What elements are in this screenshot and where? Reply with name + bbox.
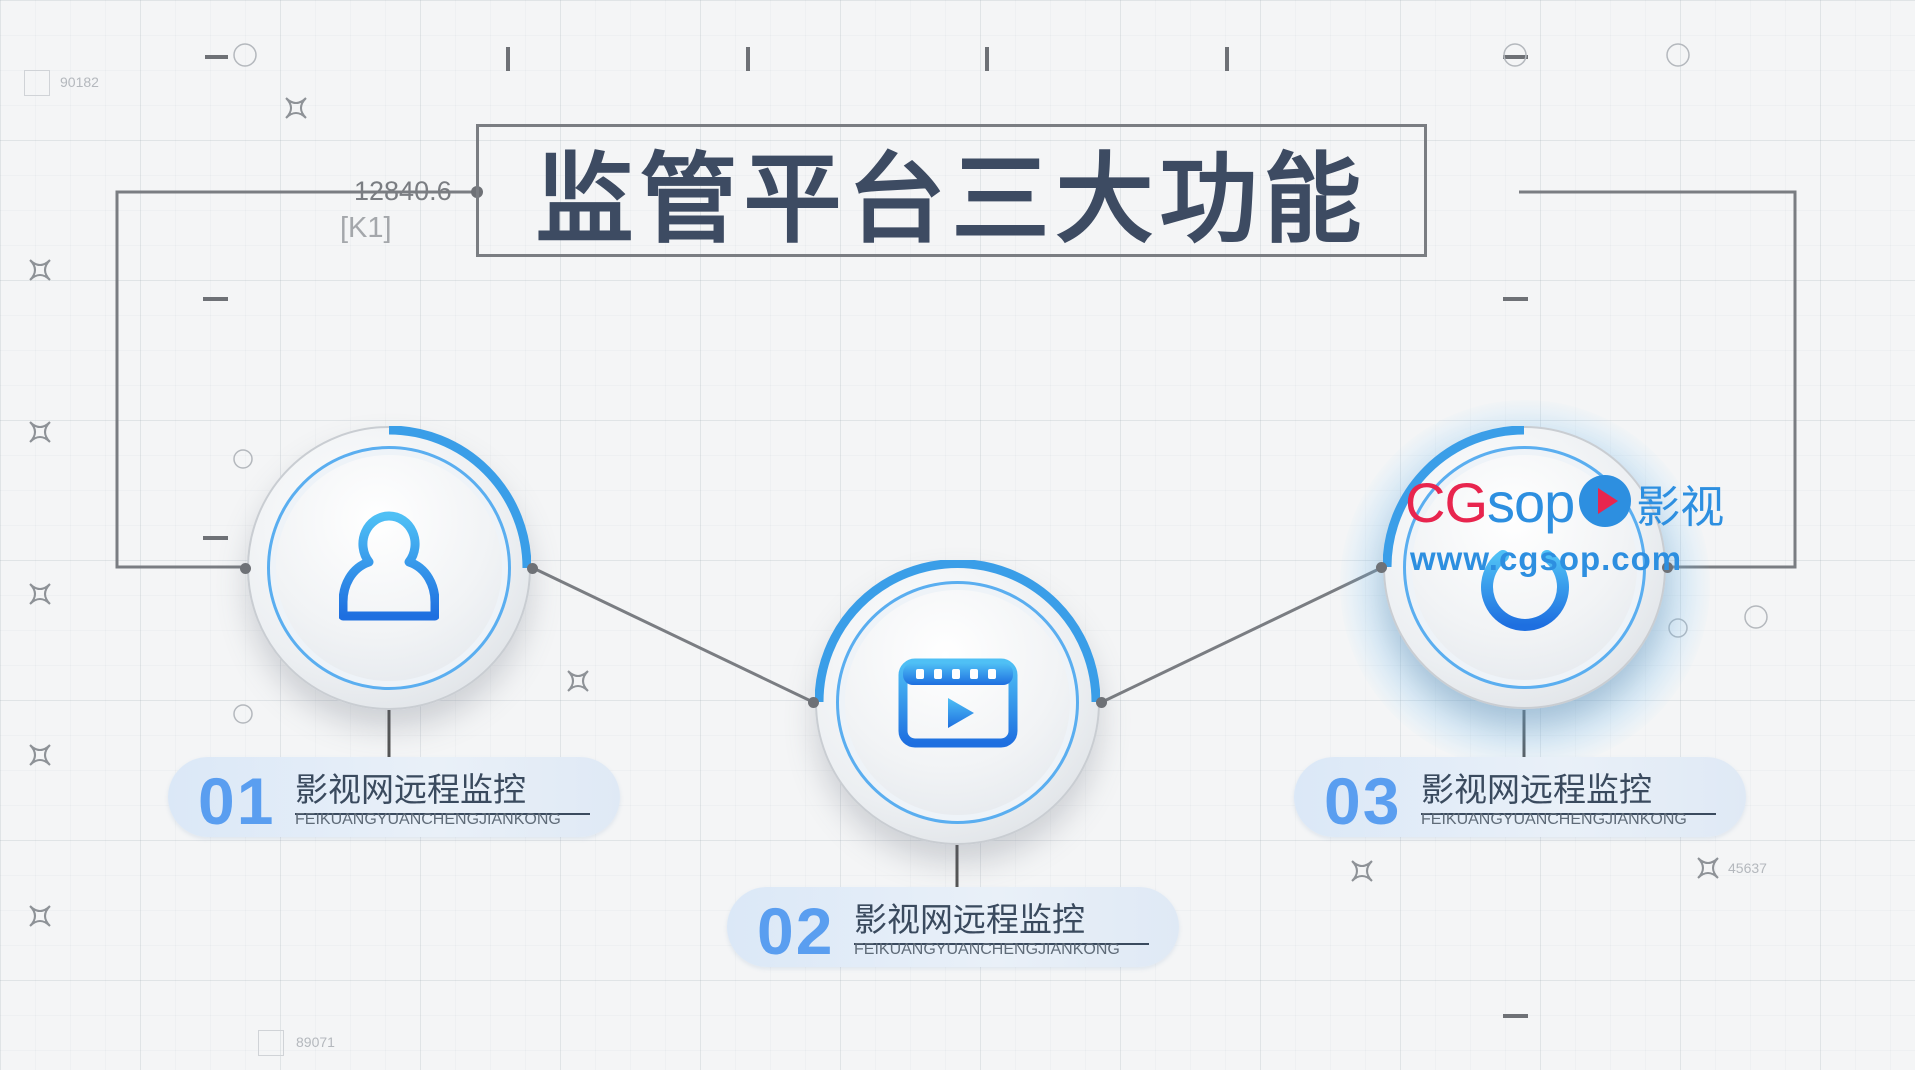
feature-3-circle[interactable] (1376, 426, 1673, 709)
decor-k-label: [K1] (340, 212, 392, 244)
decor-id: 89071 (296, 1034, 335, 1050)
frame-line-right (1519, 190, 1797, 569)
feature-subtitle: FEIKUANGYUANCHENGJIANKONG (295, 811, 561, 828)
feature-subtitle: FEIKUANGYUANCHENGJIANKONG (854, 941, 1120, 958)
decor-box (24, 70, 50, 96)
watermark-brand-blue: sop (1487, 471, 1575, 534)
inner-disc (267, 446, 511, 690)
feature-1-label: 01 影视网远程监控 FEIKUANGYUANCHENGJIANKONG (168, 757, 620, 838)
feature-2-circle[interactable] (808, 560, 1107, 845)
frame-line-left (115, 190, 476, 569)
watermark-brand-red: CG (1405, 471, 1488, 534)
star-markers (29, 97, 1719, 927)
progress-arc (1383, 426, 1525, 568)
decor-id: 90182 (60, 74, 99, 90)
decor-id: 45637 (1728, 860, 1767, 876)
power-icon (1480, 533, 1569, 632)
title-box: 监管平台三大功能 (476, 124, 1427, 257)
decor-number-label: 12840.6 (354, 176, 452, 206)
feature-2-label: 02 影视网远程监控 FEIKUANGYUANCHENGJIANKONG (727, 887, 1179, 968)
page-title: 监管平台三大功能 (535, 142, 1368, 257)
anchor-dot (527, 563, 538, 574)
connector-2-3 (1099, 565, 1384, 705)
feature-3-label: 03 影视网远程监控 FEIKUANGYUANCHENGJIANKONG (1294, 757, 1746, 838)
watermark-brand-cn: 影视 (1636, 482, 1725, 533)
feature-subtitle: FEIKUANGYUANCHENGJIANKONG (1421, 811, 1687, 828)
anchor-dot (240, 563, 251, 574)
feature-1-circle[interactable] (240, 426, 538, 710)
play-logo-icon (1579, 475, 1632, 527)
anchor-dot (1662, 562, 1673, 573)
watermark-url: www.cgsop.com (1410, 540, 1683, 577)
progress-arc (388, 426, 531, 569)
feature-title: 影视网远程监控 (295, 763, 590, 815)
faint-crosshairs (233, 43, 1768, 724)
anchor-dot (1096, 697, 1107, 708)
user-icon (339, 511, 439, 621)
feature-title: 影视网远程监控 (854, 893, 1149, 945)
connector-1-2 (530, 565, 816, 705)
anchor-dot (808, 697, 819, 708)
feature-number: 01 (198, 764, 276, 838)
progress-arc (815, 560, 1100, 703)
inner-disc (836, 581, 1079, 824)
anchor-dot (1376, 562, 1387, 573)
feature-title: 影视网远程监控 (1421, 763, 1716, 815)
tick-marks (203, 47, 1528, 1018)
decor-box (258, 1030, 284, 1056)
video-play-icon (898, 658, 1017, 747)
watermark-logo: CGsop 影视 (1405, 470, 1724, 535)
feature-number: 02 (757, 894, 835, 968)
feature-number: 03 (1324, 764, 1402, 838)
